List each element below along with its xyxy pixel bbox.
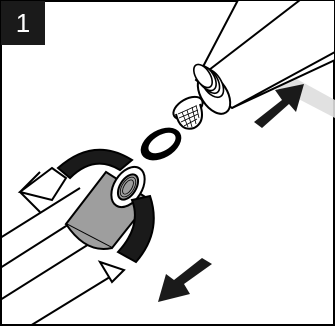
step-badge: 1 bbox=[1, 1, 45, 45]
step-number: 1 bbox=[16, 8, 30, 38]
